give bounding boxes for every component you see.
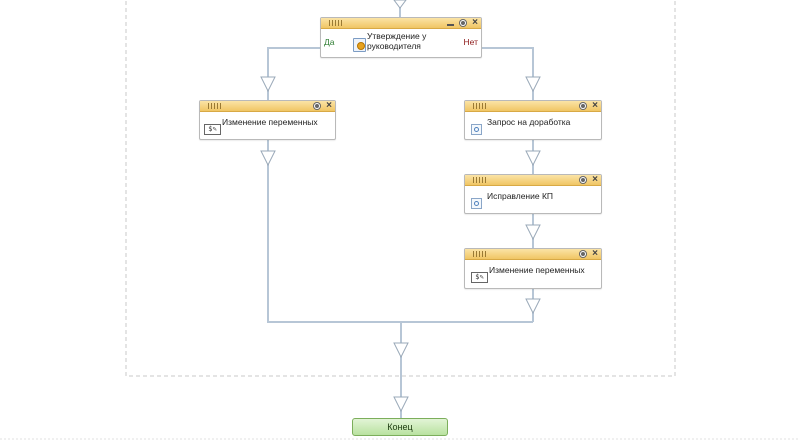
block-header[interactable]: × — [321, 18, 481, 29]
variables-icon: $✎ — [204, 124, 221, 135]
gear-icon[interactable] — [580, 177, 587, 183]
connector-no — [481, 47, 534, 100]
gear-icon[interactable] — [580, 251, 587, 257]
right-variables-block[interactable]: × $✎ Изменение переменных — [464, 248, 602, 289]
block-header[interactable]: × — [465, 249, 601, 260]
arrow-no — [525, 76, 541, 93]
connector-yes — [267, 47, 320, 100]
variables-icon: $✎ — [471, 272, 488, 283]
drag-handle[interactable] — [473, 103, 487, 109]
gear-icon[interactable] — [580, 103, 587, 109]
arrow-merge — [393, 342, 409, 359]
block-title: Исправление КП — [487, 191, 554, 201]
block-header[interactable]: × — [200, 101, 335, 112]
yes-label: Да — [324, 37, 335, 47]
block-title: Изменение переменных — [222, 117, 318, 127]
minimize-icon[interactable] — [447, 24, 455, 26]
left-variables-block[interactable]: × $✎ Изменение переменных — [199, 100, 336, 140]
close-icon[interactable]: × — [592, 248, 598, 259]
gear-icon[interactable] — [314, 103, 321, 109]
approval-icon — [353, 38, 366, 52]
block-title: Изменение переменных — [489, 265, 585, 275]
drag-handle[interactable] — [329, 20, 343, 26]
drag-handle[interactable] — [473, 177, 487, 183]
arrow-right-1 — [525, 150, 541, 167]
block-title: Запрос на доработка — [487, 117, 571, 127]
group-frame — [125, 0, 676, 377]
gear-icon[interactable] — [460, 20, 467, 26]
task-icon — [471, 198, 482, 209]
end-node[interactable]: Конец — [352, 418, 448, 436]
close-icon[interactable]: × — [592, 174, 598, 185]
fix-kp-block[interactable]: × Исправление КП — [464, 174, 602, 214]
close-icon[interactable]: × — [592, 100, 598, 111]
no-label: Нет — [463, 37, 478, 47]
approval-block[interactable]: × Да Утверждение у руководителя Нет — [320, 17, 482, 58]
arrow-left-out — [260, 150, 276, 167]
arrow-right-3 — [525, 298, 541, 315]
block-header[interactable]: × — [465, 101, 601, 112]
block-title: Утверждение у руководителя — [367, 31, 427, 51]
block-header[interactable]: × — [465, 175, 601, 186]
arrow-end — [393, 396, 409, 413]
close-icon[interactable]: × — [472, 17, 478, 28]
arrow-yes — [260, 76, 276, 93]
close-icon[interactable]: × — [326, 100, 332, 111]
arrow-top — [393, 0, 407, 9]
task-icon — [471, 124, 482, 135]
arrow-right-2 — [525, 224, 541, 241]
connector-left-merge — [267, 140, 533, 323]
drag-handle[interactable] — [473, 251, 487, 257]
rework-request-block[interactable]: × Запрос на доработка — [464, 100, 602, 140]
drag-handle[interactable] — [208, 103, 222, 109]
